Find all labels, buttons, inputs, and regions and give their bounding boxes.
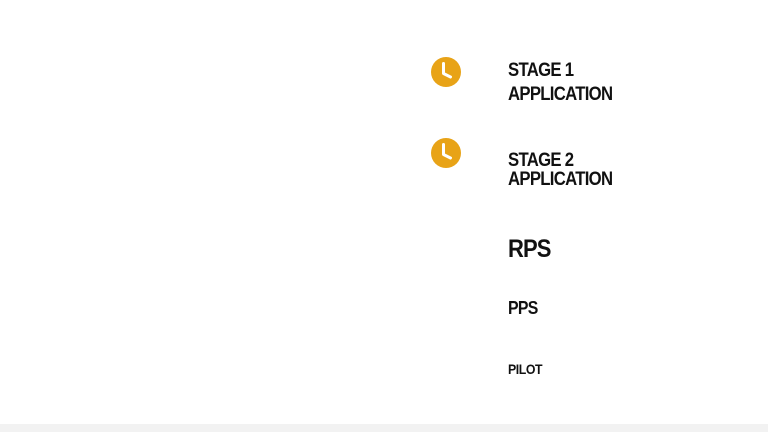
bottom-band bbox=[0, 424, 768, 432]
stage-1-title: STAGE 1 bbox=[508, 60, 574, 81]
clock-icon bbox=[430, 137, 462, 169]
stage-2-subtitle: APPLICATION bbox=[508, 168, 613, 190]
pilot-label: PILOT bbox=[508, 361, 543, 377]
stage-2-title: STAGE 2 bbox=[508, 150, 574, 171]
pps-label: PPS bbox=[508, 298, 538, 318]
stage-2-application-label: STAGE 2 APPLICATION bbox=[508, 150, 627, 191]
rps-label: RPS bbox=[508, 235, 551, 263]
stage-1-application-label: STAGE 1 APPLICATION bbox=[508, 60, 627, 106]
stage-1-subtitle: APPLICATION bbox=[508, 83, 613, 105]
clock-icon bbox=[430, 56, 462, 88]
